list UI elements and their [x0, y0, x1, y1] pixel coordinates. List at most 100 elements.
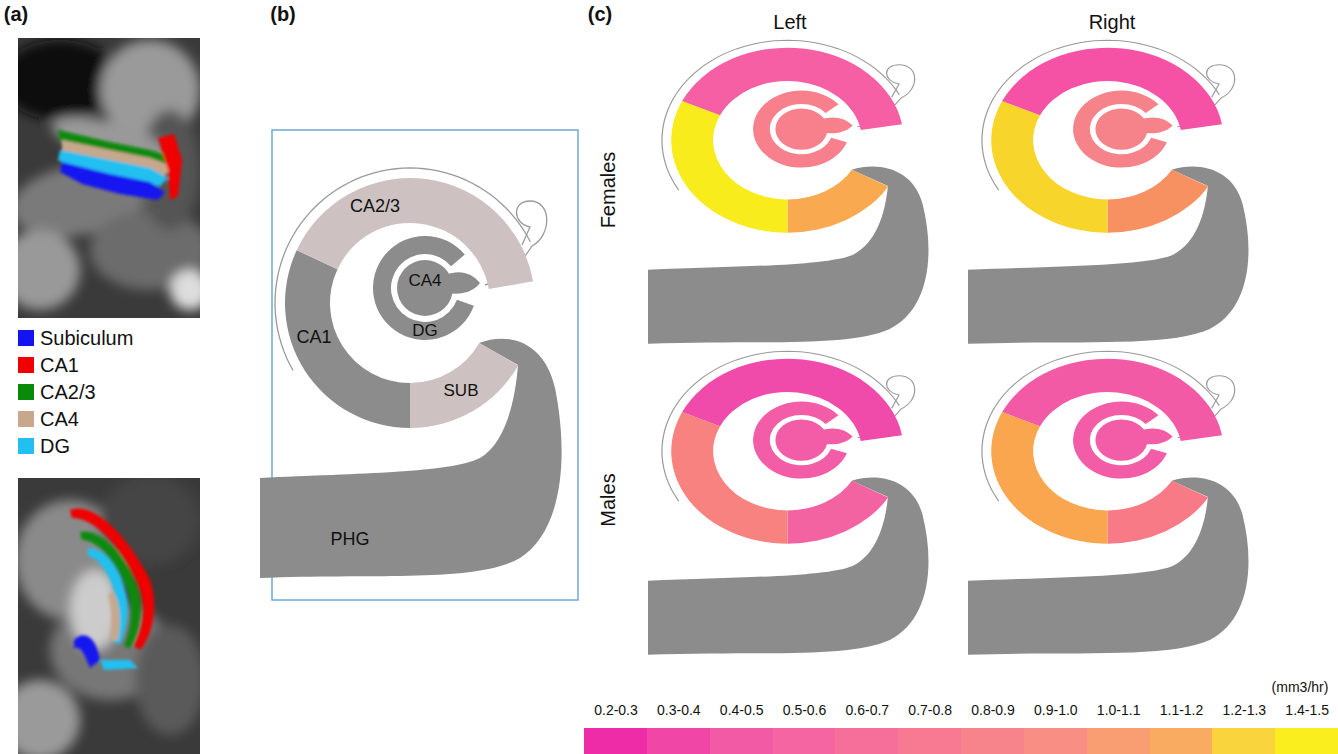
colorbar-label: 1.4-1.5: [1275, 700, 1338, 720]
ca4-region: [1140, 428, 1173, 444]
column-header: Left: [773, 11, 806, 33]
legend-entry: CA2/3: [18, 380, 198, 404]
legend-swatch: [18, 357, 34, 373]
legend-swatch: [18, 411, 34, 427]
mri-image: [18, 38, 200, 318]
phg-region: [648, 167, 929, 344]
phg-region: [260, 339, 562, 578]
segmentation-region: [158, 134, 182, 200]
ca4-region: [1140, 117, 1173, 133]
ca4-region: [445, 272, 480, 294]
region-label: CA2/3: [350, 197, 400, 217]
colorbar-entry: 0.5-0.6: [773, 700, 837, 754]
hippocampus-schematic: [260, 168, 562, 578]
colorbar-swatch: [1212, 728, 1276, 754]
colorbar-swatch: [1024, 728, 1088, 754]
legend-entry: Subiculum: [18, 326, 198, 350]
colorbar-entry: 0.2-0.3: [584, 700, 648, 754]
mri-tissue-blob: [18, 680, 80, 754]
colorbar-label: 0.3-0.4: [647, 700, 711, 720]
segmentation-region: [100, 660, 138, 670]
phg-region: [968, 167, 1249, 344]
region-label: CA1: [296, 328, 331, 348]
colorbar-swatch: [584, 728, 648, 754]
fimbria-outline: [1207, 376, 1235, 409]
fimbria-outline: [887, 376, 915, 409]
colorbar-entry: 1.2-1.3: [1212, 700, 1276, 754]
panel-letter: (c): [588, 3, 612, 25]
panel-letter: (b): [270, 3, 296, 25]
legend-label: CA4: [40, 407, 79, 431]
sub-region: [1108, 481, 1209, 544]
sub-region: [1108, 170, 1209, 233]
colorbar-label: 1.0-1.1: [1087, 700, 1151, 720]
colorbar-label: 0.8-0.9: [961, 700, 1025, 720]
mri-tissue-blob: [18, 230, 80, 310]
colorbar-swatch: [961, 728, 1025, 754]
colorbar-entry: 0.6-0.7: [835, 700, 899, 754]
segmentation-region: [70, 508, 154, 650]
phg-region: [648, 478, 929, 655]
phg-region: [968, 478, 1249, 655]
fimbria-outline: [517, 201, 547, 246]
colorbar-swatch: [1275, 728, 1338, 754]
mri-tissue: [18, 478, 200, 754]
panel-letter: (a): [4, 3, 28, 25]
colorbar-label: 0.5-0.6: [773, 700, 837, 720]
mri-tissue-blob: [170, 270, 200, 310]
legend-entry: DG: [18, 434, 198, 458]
colorbar-label: 0.2-0.3: [584, 700, 648, 720]
colorbar-swatch: [647, 728, 711, 754]
sub-region: [410, 343, 518, 428]
legend-swatch: [18, 330, 34, 346]
segmentation: [58, 130, 182, 200]
ca4-region: [1095, 108, 1147, 149]
colorbar-label: 0.9-1.0: [1024, 700, 1088, 720]
legend-label: CA1: [40, 353, 79, 377]
region-label: PHG: [330, 530, 369, 550]
colorbar-label: 1.2-1.3: [1212, 700, 1276, 720]
colorbar-swatch: [710, 728, 774, 754]
row-header: Females: [597, 152, 619, 229]
hippocampus-schematic: [968, 351, 1249, 654]
sub-region: [788, 170, 889, 233]
fimbria-outline: [1207, 65, 1235, 98]
mri-image: [18, 478, 200, 754]
colorbar-swatch: [835, 728, 899, 754]
legend-swatch: [18, 438, 34, 454]
segmentation-region: [60, 162, 165, 200]
region-label: DG: [412, 322, 438, 341]
segmentation-region: [74, 635, 100, 668]
legend-label: DG: [40, 434, 70, 458]
colorbar-label: 1.1-1.2: [1150, 700, 1214, 720]
region-label: SUB: [444, 382, 479, 401]
colorbar-entry: 1.1-1.2: [1150, 700, 1214, 754]
colorbar-label: 0.4-0.5: [710, 700, 774, 720]
ca4-region: [775, 108, 827, 149]
colorbar-entry: 0.8-0.9: [961, 700, 1025, 754]
legend-entry: CA4: [18, 407, 198, 431]
legend-label: CA2/3: [40, 380, 96, 404]
mri-tissue: [18, 40, 200, 310]
column-header: Right: [1089, 11, 1136, 33]
legend-entry: CA1: [18, 353, 198, 377]
colorbar-swatch: [898, 728, 962, 754]
region-label: CA4: [408, 272, 441, 291]
sub-region: [788, 481, 889, 544]
ca4-region: [775, 419, 827, 460]
ca4-region: [1095, 419, 1147, 460]
colorbar-entry: 1.0-1.1: [1087, 700, 1151, 754]
hippocampus-schematic: [968, 40, 1249, 343]
colorbar-entry: 0.7-0.8: [898, 700, 962, 754]
colorbar-swatch: [1150, 728, 1214, 754]
fimbria-outline: [887, 65, 915, 98]
hippocampus-schematic: [648, 40, 929, 343]
hippocampus-schematic: [648, 351, 929, 654]
colorbar-entry: 0.3-0.4: [647, 700, 711, 754]
colorbar-entry: 1.4-1.5: [1275, 700, 1338, 754]
row-header: Males: [597, 473, 619, 526]
unit-label: (mm3/hr): [1272, 680, 1329, 695]
colorbar-label: 0.6-0.7: [835, 700, 899, 720]
segmentation: [70, 508, 154, 670]
